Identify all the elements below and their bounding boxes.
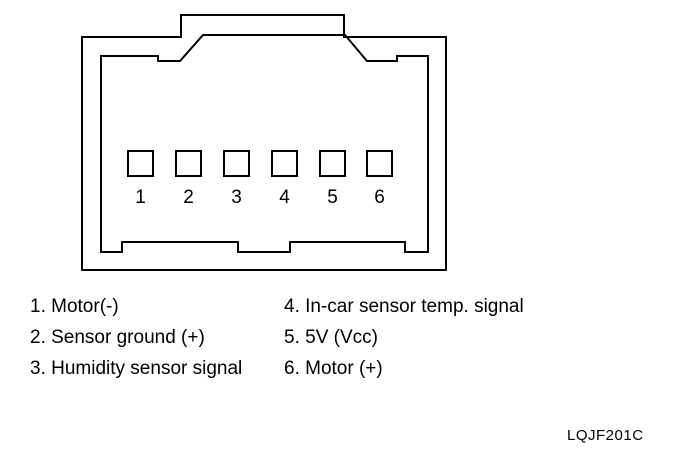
legend-item-pin-4: 4. In-car sensor temp. signal xyxy=(284,296,524,317)
pin-number-2: 2 xyxy=(183,187,194,208)
connector-outer-housing xyxy=(81,14,447,271)
pin-legend-right: 4. In-car sensor temp. signal 5. 5V (Vcc… xyxy=(284,291,524,384)
connector-diagram: 1 2 3 4 5 6 xyxy=(81,14,447,271)
pin-terminal-5 xyxy=(319,150,346,177)
pin-terminal-2 xyxy=(175,150,202,177)
legend-item-pin-3: 3. Humidity sensor signal xyxy=(30,358,243,379)
legend-item-pin-2: 2. Sensor ground (+) xyxy=(30,327,205,348)
legend-item-pin-1: 1. Motor(-) xyxy=(30,296,119,317)
pin-number-5: 5 xyxy=(327,187,338,208)
pin-terminal-3 xyxy=(223,150,250,177)
legend-item-pin-6: 6. Motor (+) xyxy=(284,358,383,379)
reference-code: LQJF201C xyxy=(567,427,644,444)
pin-terminal-6 xyxy=(366,150,393,177)
connector-pins: 1 2 3 4 5 6 xyxy=(127,150,393,208)
connector-inner-cavity xyxy=(100,34,429,253)
pin-number-1: 1 xyxy=(135,187,146,208)
pin-number-4: 4 xyxy=(279,187,290,208)
pin-number-6: 6 xyxy=(374,187,385,208)
pin-terminal-4 xyxy=(271,150,298,177)
legend-item-pin-5: 5. 5V (Vcc) xyxy=(284,327,378,348)
pin-terminal-1 xyxy=(127,150,154,177)
pin-number-3: 3 xyxy=(231,187,242,208)
pin-legend-left: 1. Motor(-) 2. Sensor ground (+) 3. Humi… xyxy=(30,291,242,384)
